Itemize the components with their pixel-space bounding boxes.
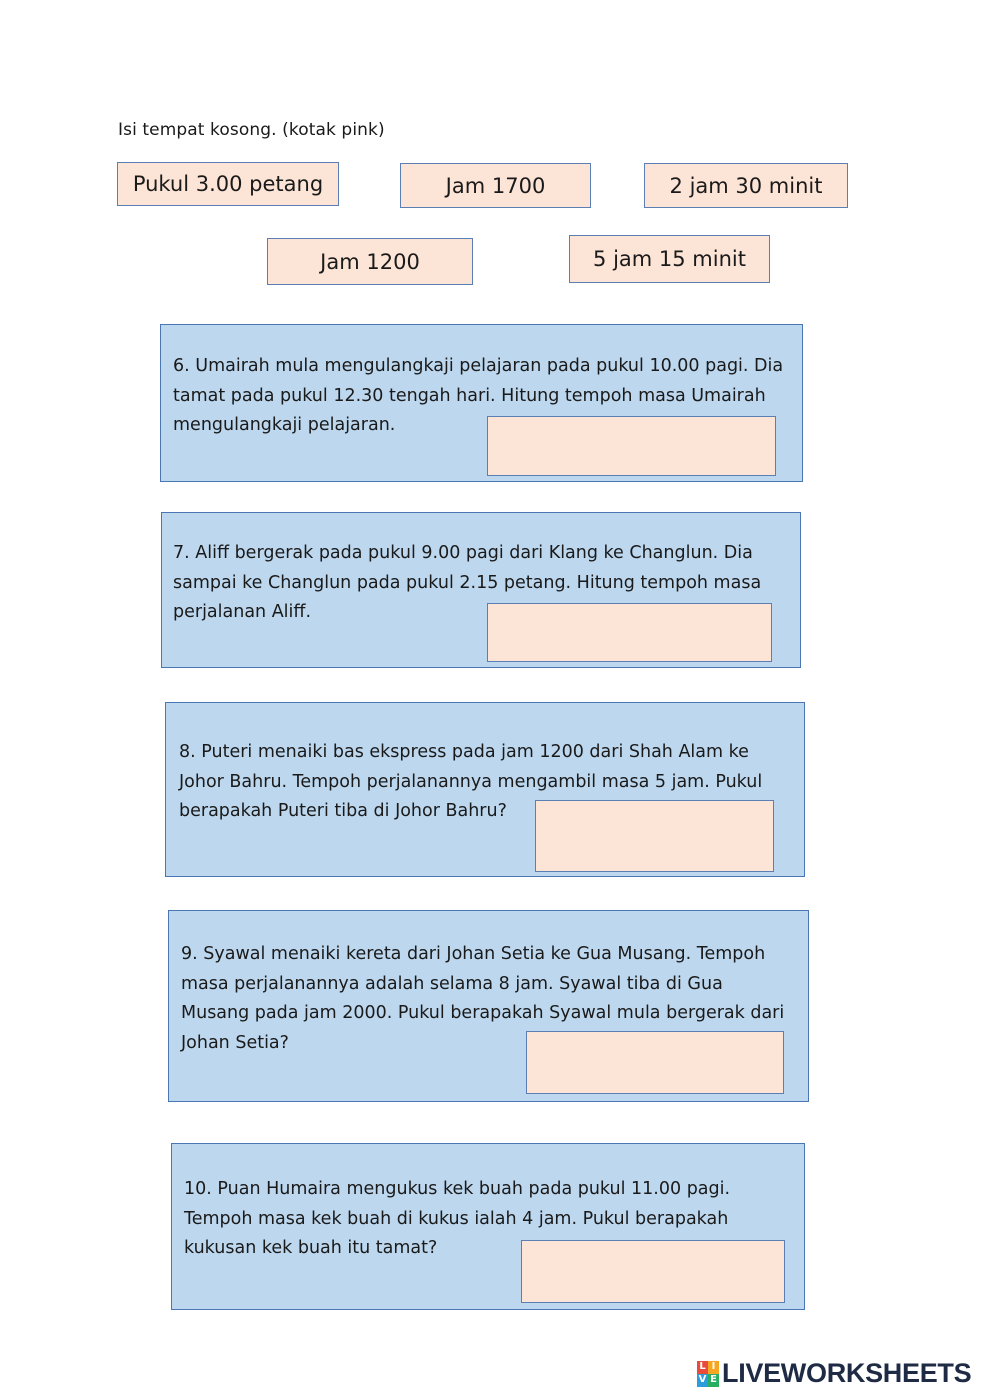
liveworksheets-logo-icon: L I V E <box>697 1360 719 1387</box>
answer-chip-jam-1200[interactable]: Jam 1200 <box>267 238 473 285</box>
instruction-text: Isi tempat kosong. (kotak pink) <box>118 120 385 140</box>
answer-slot-7[interactable] <box>487 603 772 662</box>
answer-chip-2-jam-30-minit[interactable]: 2 jam 30 minit <box>644 163 848 208</box>
question-text-9: 9. Syawal menaiki kereta dari Johan Seti… <box>181 944 785 1053</box>
answer-slot-10[interactable] <box>521 1240 785 1303</box>
liveworksheets-logo-text: LIVEWORKSHEETS <box>722 1358 972 1388</box>
answer-chip-5-jam-15-minit[interactable]: 5 jam 15 minit <box>569 235 770 283</box>
question-text-6: 6. Umairah mula mengulangkaji pelajaran … <box>173 356 784 435</box>
logo-letter: V <box>697 1373 708 1387</box>
answer-chip-pukul-3-petang[interactable]: Pukul 3.00 petang <box>117 162 339 206</box>
logo-letter: L <box>697 1360 708 1374</box>
answer-chip-jam-1700[interactable]: Jam 1700 <box>400 163 591 208</box>
question-text-8: 8. Puteri menaiki bas ekspress pada jam … <box>179 742 763 821</box>
answer-slot-8[interactable] <box>535 800 774 872</box>
question-text-7: 7. Aliff bergerak pada pukul 9.00 pagi d… <box>173 543 762 622</box>
logo-letter: E <box>708 1373 719 1387</box>
question-text-10: 10. Puan Humaira mengukus kek buah pada … <box>184 1179 731 1258</box>
answer-slot-9[interactable] <box>526 1031 784 1094</box>
answer-slot-6[interactable] <box>487 416 776 476</box>
logo-letter: I <box>708 1360 719 1374</box>
liveworksheets-logo: L I V E LIVEWORKSHEETS <box>697 1358 972 1389</box>
